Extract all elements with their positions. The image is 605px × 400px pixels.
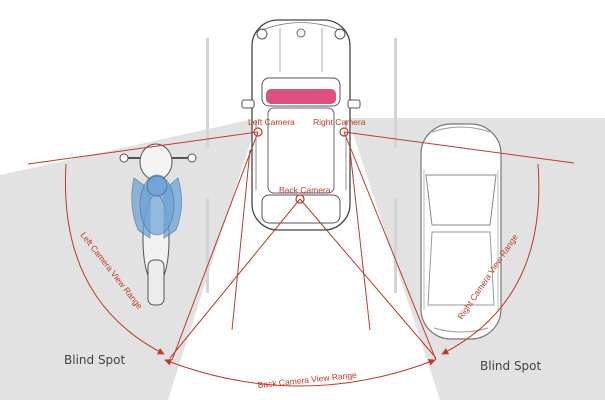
range-lines [27, 131, 575, 387]
back-camera-label: Back Camera [279, 185, 331, 195]
blind-spot-left-label: Blind Spot [64, 353, 126, 367]
left-view-zone [0, 118, 258, 400]
parking-line [206, 198, 209, 293]
back-camera-range-label: Back Camera View Range [257, 370, 357, 390]
left-camera-label: Left Camera [248, 117, 295, 127]
parking-line [394, 198, 397, 293]
left-range-arc [64, 163, 165, 355]
parked-car-icon [420, 123, 502, 340]
car-top-view-icon [241, 19, 361, 231]
blind-spot-right-label: Blind Spot [480, 359, 542, 373]
motorcycle-icon [119, 143, 197, 306]
right-range-arc [441, 163, 540, 355]
back-range-arc [164, 358, 436, 387]
parking-line [394, 38, 397, 148]
parking-line [206, 38, 209, 148]
right-camera-label: Right Camera [313, 117, 366, 127]
